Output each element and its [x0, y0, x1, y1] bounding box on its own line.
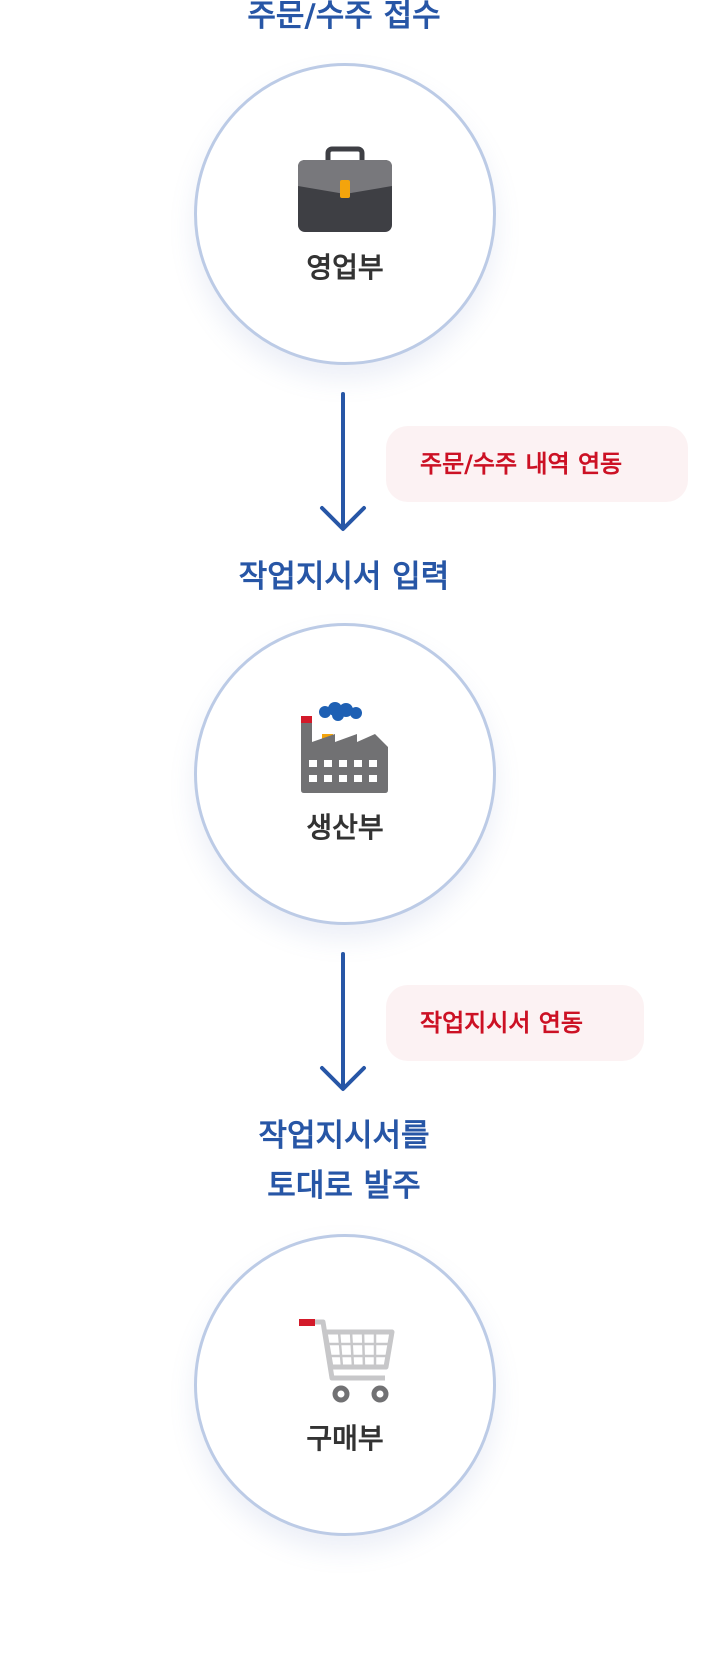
briefcase-icon [298, 146, 392, 232]
department-label-purchasing: 구매부 [306, 1422, 384, 1455]
down-arrow-2 [320, 952, 366, 1091]
step-title-work-order-entry: 작업지시서 입력 [238, 559, 450, 595]
step-title-order-receipt: 주문/수주 접수 [247, 0, 441, 34]
department-label-production: 생산부 [306, 811, 384, 844]
department-circle-sales: 영업부 [194, 63, 496, 365]
step-title-purchase-order: 작업지시서를 토대로 발주 [258, 1118, 430, 1204]
department-circle-purchasing: 구매부 [194, 1234, 496, 1536]
department-circle-production: 생산부 [194, 623, 496, 925]
factory-icon [301, 702, 388, 793]
down-arrow-1 [320, 392, 366, 531]
shopping-cart-icon [299, 1319, 395, 1403]
department-label-sales: 영업부 [306, 251, 384, 284]
link-badge-work-order-sync: 작업지시서 연동 [386, 985, 644, 1061]
link-badge-order-sync: 주문/수주 내역 연동 [386, 426, 688, 502]
